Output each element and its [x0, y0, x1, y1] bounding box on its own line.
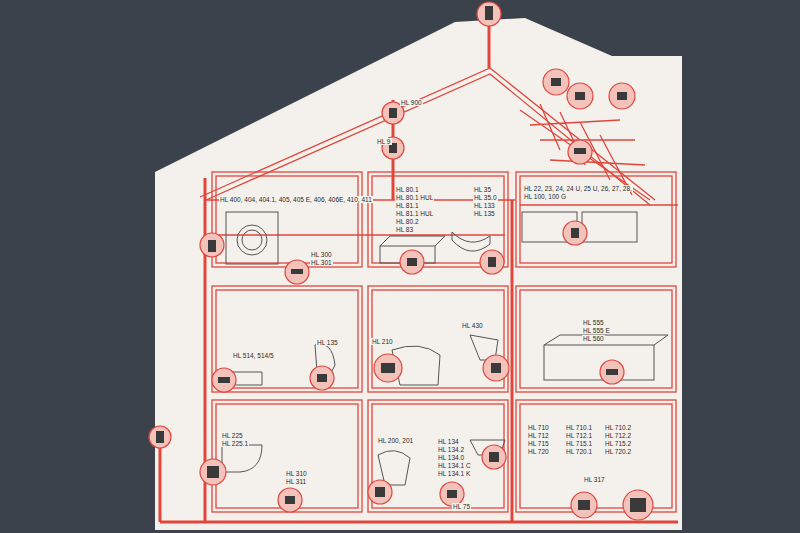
part-number: HL 135 — [316, 339, 339, 346]
part-number: HL 35.0 — [473, 194, 498, 201]
part-number: HL 720.1 — [565, 448, 593, 455]
part-number: HL 134 — [437, 438, 460, 445]
part-number: HL 715.1 — [565, 440, 593, 447]
part-number: HL 560 — [582, 335, 605, 342]
part-number: HL 720 — [527, 448, 550, 455]
part-number: HL 134.1 C — [437, 462, 472, 469]
part-number: HL 430 — [461, 322, 484, 329]
part-number: HL 712.2 — [604, 432, 632, 439]
part-number: HL 210 — [371, 338, 394, 345]
part-number: HL 135 — [473, 210, 496, 217]
part-number: HL 134.1 K — [437, 470, 471, 477]
part-number: HL 310 — [285, 470, 308, 477]
part-number: HL 9 — [376, 138, 392, 145]
part-number: HL 35 — [473, 186, 492, 193]
part-number: HL 81.1 HUL — [395, 210, 434, 217]
part-number: HL 710.1 — [565, 424, 593, 431]
part-number: HL 712.1 — [565, 432, 593, 439]
part-number: HL 225 — [221, 432, 244, 439]
part-number: HL 225.1 — [221, 440, 249, 447]
part-number: HL 200, 201 — [377, 437, 414, 444]
part-number: HL 555 — [582, 319, 605, 326]
part-number: HL 311 — [285, 478, 307, 485]
part-number: HL 134.2 — [437, 446, 465, 453]
part-number: HL 720.2 — [604, 448, 632, 455]
part-number: HL 715.2 — [604, 440, 632, 447]
part-number: HL 134.0 — [437, 454, 465, 461]
part-number: HL 81.1 — [395, 202, 420, 209]
part-number: HL 80.1 — [395, 186, 420, 193]
part-number: HL 317 — [583, 476, 606, 483]
part-number: HL 100, 100 G — [523, 193, 567, 200]
part-number: HL 80.1 HUL — [395, 194, 434, 201]
part-number: HL 75 — [452, 503, 471, 510]
part-number: HL 900 — [400, 99, 423, 106]
part-number: HL 80.2 — [395, 218, 420, 225]
part-number: HL 710.2 — [604, 424, 632, 431]
part-number: HL 514, 514/5 — [232, 352, 275, 359]
part-number: HL 400, 404, 404.1, 405, 405 E, 406, 406… — [219, 196, 373, 203]
part-number: HL 712 — [527, 432, 550, 439]
part-number: HL 133 — [473, 202, 496, 209]
part-number: HL 300 — [310, 251, 333, 258]
part-number: HL 301 — [310, 259, 333, 266]
part-number: HL 710 — [527, 424, 550, 431]
part-number: HL 22, 23, 24, 24 U, 25 U, 26, 27, 28, — [523, 185, 633, 192]
part-number: HL 83 — [395, 226, 414, 233]
part-number: HL 715 — [527, 440, 550, 447]
part-number: HL 555 E — [582, 327, 611, 334]
